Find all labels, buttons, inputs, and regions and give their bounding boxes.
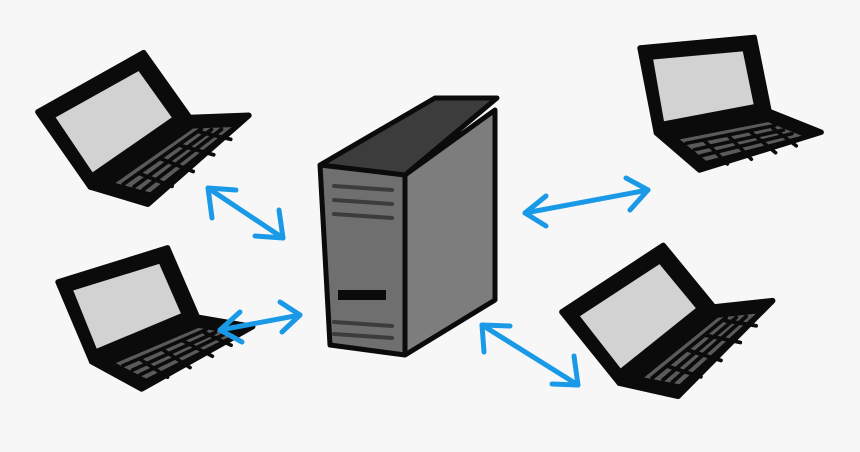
arrow-top-left [205,185,286,241]
arrow-bottom-left [217,299,303,345]
laptop-bottom-left-icon [56,240,258,397]
laptop-top-left-icon [31,28,266,228]
server-tower-icon [317,95,500,358]
arrow-top-right [522,175,651,229]
arrow-bottom-right [479,322,581,388]
laptop-bottom-right-icon [553,215,792,425]
laptop-top-right-icon [628,26,830,183]
